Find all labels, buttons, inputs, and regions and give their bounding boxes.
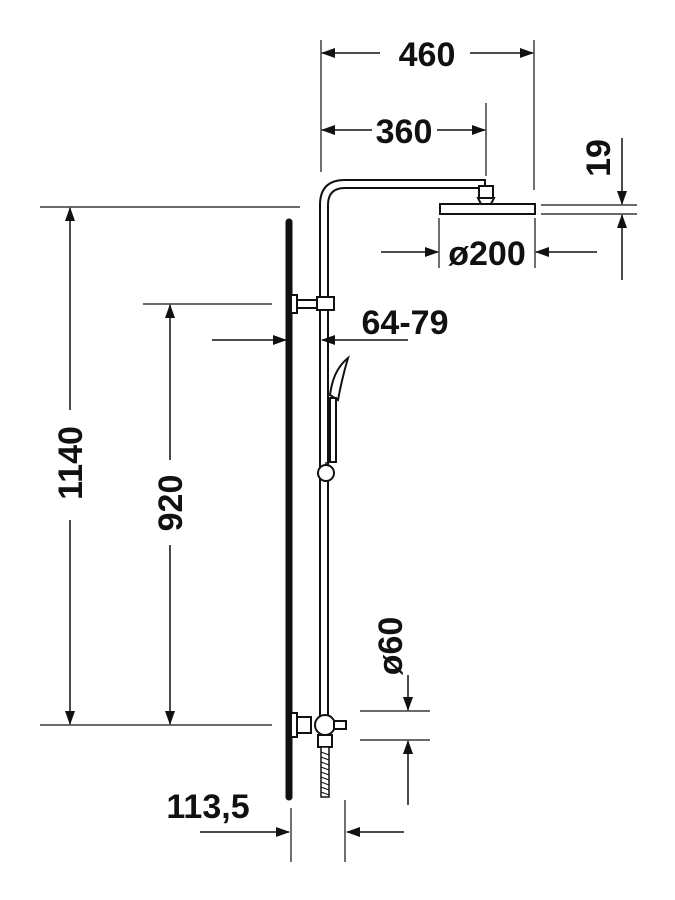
upper-wall-bracket — [290, 294, 335, 314]
dimension-overall-width: 460 — [320, 36, 535, 190]
label-64-79: 64-79 — [362, 304, 449, 342]
dimension-total-height: 1140 — [40, 206, 300, 726]
slider-ball — [317, 464, 335, 482]
label-460: 460 — [399, 36, 456, 74]
label-diameter-60: ø60 — [372, 617, 410, 676]
label-diameter-200: ø200 — [448, 235, 526, 273]
label-1140: 1140 — [52, 426, 90, 500]
dimension-wall-distance: 64-79 — [212, 304, 449, 345]
label-360: 360 — [376, 113, 433, 151]
mixer-valve — [290, 712, 347, 748]
shower-head — [439, 203, 536, 215]
dimension-pipe-offset: 113,5 — [166, 788, 404, 862]
shower-column — [290, 179, 536, 798]
label-19: 19 — [580, 139, 618, 177]
head-connector — [478, 185, 494, 199]
shower-hose — [320, 746, 330, 798]
dimension-outlet-diameter: ø60 — [360, 617, 430, 805]
dimension-arm-length: 360 — [321, 103, 487, 176]
dimension-bracket-spacing: 920 — [143, 303, 272, 725]
label-920: 920 — [152, 475, 190, 532]
dimension-head-diameter: ø200 — [381, 218, 597, 273]
label-113-5: 113,5 — [166, 788, 249, 826]
dimension-head-thickness: 19 — [541, 138, 637, 280]
hand-shower — [328, 355, 350, 463]
